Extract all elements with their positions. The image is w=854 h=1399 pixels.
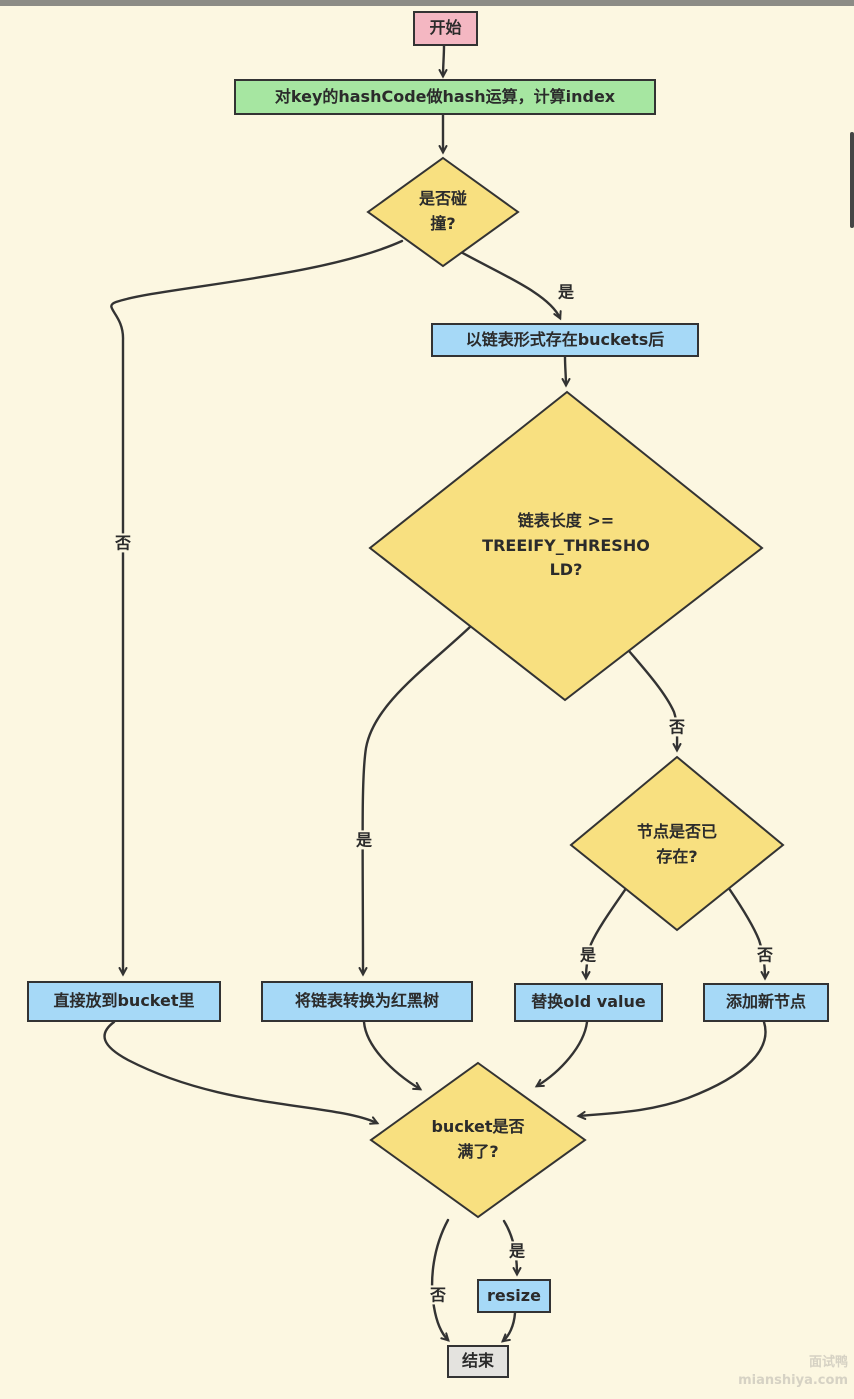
resize-process-shape <box>477 1279 551 1313</box>
watermark-url: mianshiya.com <box>738 1372 848 1388</box>
bucket-full-decision-shape <box>369 1061 587 1219</box>
edge-exists-no <box>726 885 770 981</box>
edges-group <box>103 44 770 1343</box>
edge-label-exists-yes: 是 <box>576 945 600 965</box>
treeify-process-shape <box>261 981 473 1022</box>
watermark-brand: 面试鸭 <box>808 1355 848 1370</box>
edge-treeifyproc-to-full <box>362 1020 423 1091</box>
edge-label-collision-no: 否 <box>111 533 135 553</box>
scrollbar-thumb[interactable] <box>850 132 854 228</box>
linked-list-process-shape <box>431 323 699 357</box>
edge-label-full-yes: 是 <box>505 1241 529 1261</box>
edge-bucket-to-full <box>103 1020 380 1125</box>
start-node-shape <box>413 11 478 46</box>
end-node-shape <box>447 1345 509 1378</box>
edge-start-to-hash <box>438 44 448 79</box>
add-node-process-shape <box>703 983 829 1022</box>
edge-replace-to-full <box>534 1020 589 1088</box>
edge-treeify-no <box>627 649 682 753</box>
edge-label-full-no: 否 <box>426 1285 450 1305</box>
edge-list-to-treeify <box>561 355 571 388</box>
top-bar <box>0 0 854 6</box>
collision-decision-shape <box>366 156 520 268</box>
edge-label-exists-no: 否 <box>753 945 777 965</box>
put-bucket-process-shape <box>27 981 221 1022</box>
edge-addnode-to-full <box>576 1020 767 1120</box>
edge-treeify-yes <box>358 624 473 977</box>
hash-process-shape <box>234 79 656 115</box>
treeify-decision-shape <box>368 390 764 702</box>
watermark: 面试鸭 mianshiya.com <box>738 1354 848 1389</box>
shapes-group <box>27 11 829 1378</box>
edge-collision-yes <box>450 245 562 321</box>
edge-label-treeify-no: 否 <box>665 717 689 737</box>
edge-label-treeify-yes: 是 <box>352 830 376 850</box>
edge-exists-yes <box>581 885 629 981</box>
edge-full-no <box>430 1218 450 1342</box>
edge-label-collision-yes: 是 <box>554 282 578 302</box>
edge-resize-to-end <box>500 1311 517 1343</box>
edge-collision-no <box>110 239 404 977</box>
replace-process-shape <box>514 983 663 1022</box>
node-exists-decision-shape <box>569 755 785 932</box>
